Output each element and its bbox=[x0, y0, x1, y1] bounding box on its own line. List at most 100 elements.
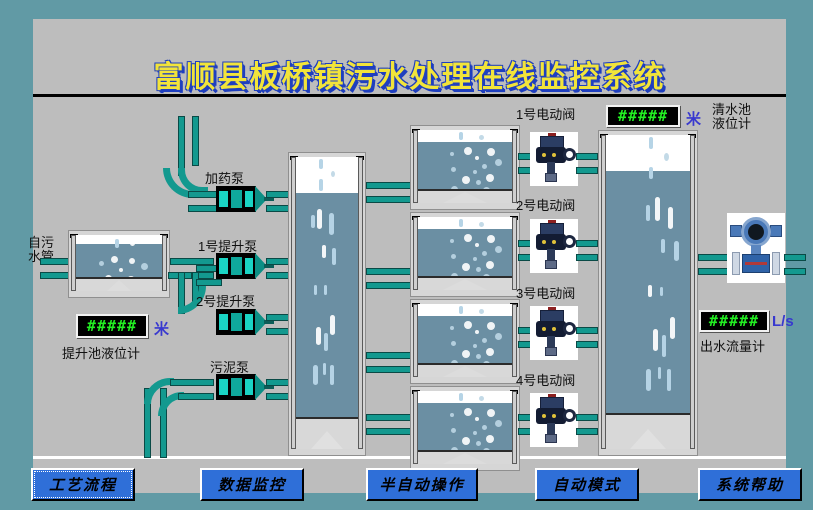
bubble bbox=[475, 156, 479, 160]
pump-nose bbox=[255, 309, 267, 335]
pipe-center-r3-bottom bbox=[366, 366, 412, 373]
bubble bbox=[486, 435, 494, 443]
bubble bbox=[450, 413, 454, 417]
pump-segment-3 bbox=[245, 314, 253, 330]
pipe-v4-out-bottom bbox=[576, 428, 598, 435]
bubble bbox=[482, 164, 487, 169]
bubble-streak bbox=[674, 241, 679, 261]
valve-body bbox=[545, 434, 557, 443]
tank-wall-right bbox=[512, 217, 517, 290]
electric-valve-1[interactable] bbox=[530, 132, 578, 186]
tank-wall-left bbox=[413, 304, 418, 377]
nav-button-system-help[interactable]: 系统帮助 bbox=[698, 468, 802, 501]
bubble bbox=[487, 235, 495, 243]
reactor-hump bbox=[443, 279, 487, 290]
valve-body bbox=[545, 173, 557, 182]
valve-stem bbox=[547, 249, 555, 261]
bubble bbox=[476, 354, 481, 359]
bubble-streak bbox=[311, 215, 315, 228]
bubble-streak bbox=[667, 369, 671, 391]
valve-actuator bbox=[536, 408, 566, 424]
lift-tank-hump bbox=[107, 280, 131, 291]
pump-segment-3 bbox=[245, 191, 253, 207]
bubble bbox=[482, 251, 487, 256]
outlet-flow-meter-device[interactable] bbox=[727, 213, 785, 283]
electric-valve-4[interactable] bbox=[530, 393, 578, 447]
valve-body bbox=[545, 347, 557, 356]
droplet bbox=[459, 306, 463, 314]
bubble bbox=[475, 243, 479, 247]
inlet-pipe-label: 自污 水管 bbox=[28, 235, 55, 264]
pipe-center-out-bottom bbox=[366, 282, 412, 289]
flowmeter-neck bbox=[751, 245, 761, 255]
droplet bbox=[649, 137, 653, 149]
valve-handwheel bbox=[563, 148, 576, 161]
flowmeter-flange-right bbox=[772, 252, 780, 275]
bubble-streak bbox=[330, 315, 335, 335]
sludge-pump[interactable] bbox=[216, 374, 274, 400]
reactor-hump bbox=[443, 366, 487, 377]
outlet-flow-display: ##### bbox=[699, 310, 769, 332]
nav-button-semi-auto[interactable]: 半自动操作 bbox=[366, 468, 478, 501]
bubble-streak bbox=[330, 365, 334, 385]
valve-4-label: 4号电动阀 bbox=[516, 373, 576, 388]
valve-body bbox=[545, 260, 557, 269]
valve-cap bbox=[548, 394, 556, 398]
tank-wall-right bbox=[512, 130, 517, 203]
valve-handwheel bbox=[563, 409, 576, 422]
bubble bbox=[495, 159, 502, 166]
droplet bbox=[115, 239, 119, 248]
valve-actuator bbox=[536, 147, 566, 163]
footer-divider bbox=[33, 456, 786, 459]
lift-tank-level-display: ##### bbox=[76, 314, 148, 338]
dosing-pump[interactable] bbox=[216, 186, 274, 212]
bubble bbox=[464, 147, 472, 155]
bubble bbox=[462, 437, 470, 445]
tank-wall-right bbox=[162, 235, 167, 291]
pipe-outlet-in-top bbox=[698, 254, 728, 261]
reactor-tank-2-interior bbox=[417, 217, 513, 290]
bubble-streak bbox=[313, 365, 318, 385]
bubble-streak bbox=[670, 317, 675, 339]
droplet bbox=[319, 179, 323, 191]
clear-tank-level-display: ##### bbox=[606, 105, 680, 127]
valve-stem bbox=[547, 336, 555, 348]
pipe-outlet-out-top bbox=[784, 254, 806, 261]
nav-button-label: 工艺流程 bbox=[48, 477, 117, 494]
lift-pump-2[interactable] bbox=[216, 309, 274, 335]
bubble-streak bbox=[329, 213, 334, 235]
nav-button-process-flow[interactable]: 工艺流程 bbox=[31, 468, 135, 501]
valve-cap bbox=[548, 220, 556, 224]
droplet bbox=[319, 159, 323, 169]
electric-valve-3[interactable] bbox=[530, 306, 578, 360]
bubble bbox=[129, 258, 135, 264]
pump-segment-3 bbox=[245, 258, 253, 274]
valve-stem bbox=[547, 423, 555, 435]
pipe-v1-out-top bbox=[576, 153, 598, 160]
bubble bbox=[482, 425, 487, 430]
electric-valve-2[interactable] bbox=[530, 219, 578, 273]
clear-tank-level-unit: 米 bbox=[686, 111, 702, 128]
bubble-streak bbox=[316, 327, 321, 345]
clear-water-tank-interior bbox=[605, 135, 691, 449]
reactor-tank-1 bbox=[410, 125, 520, 210]
bubble-streak bbox=[658, 367, 661, 379]
bubble bbox=[450, 326, 454, 330]
nav-button-data-monitoring[interactable]: 数据监控 bbox=[200, 468, 304, 501]
pipe-v1-out-bottom bbox=[576, 167, 598, 174]
pipe-sludge-bottom bbox=[178, 393, 214, 400]
center-tank-interior bbox=[295, 157, 359, 449]
tank-wall-left bbox=[413, 217, 418, 290]
valve-indicator-2 bbox=[552, 240, 556, 244]
reactor-tank-4-interior bbox=[417, 391, 513, 464]
bubble-streak bbox=[661, 239, 665, 253]
pump-segment-2 bbox=[230, 377, 243, 397]
nav-button-auto-mode[interactable]: 自动模式 bbox=[535, 468, 639, 501]
pipe-outlet-out-bottom bbox=[784, 268, 806, 275]
center-tank bbox=[288, 152, 366, 456]
bubble-streak bbox=[662, 335, 666, 357]
pump-segment-2 bbox=[230, 189, 243, 209]
reactor-tank-3-interior bbox=[417, 304, 513, 377]
tank-wall-left bbox=[71, 235, 76, 291]
lift-pump-1[interactable] bbox=[216, 253, 274, 279]
